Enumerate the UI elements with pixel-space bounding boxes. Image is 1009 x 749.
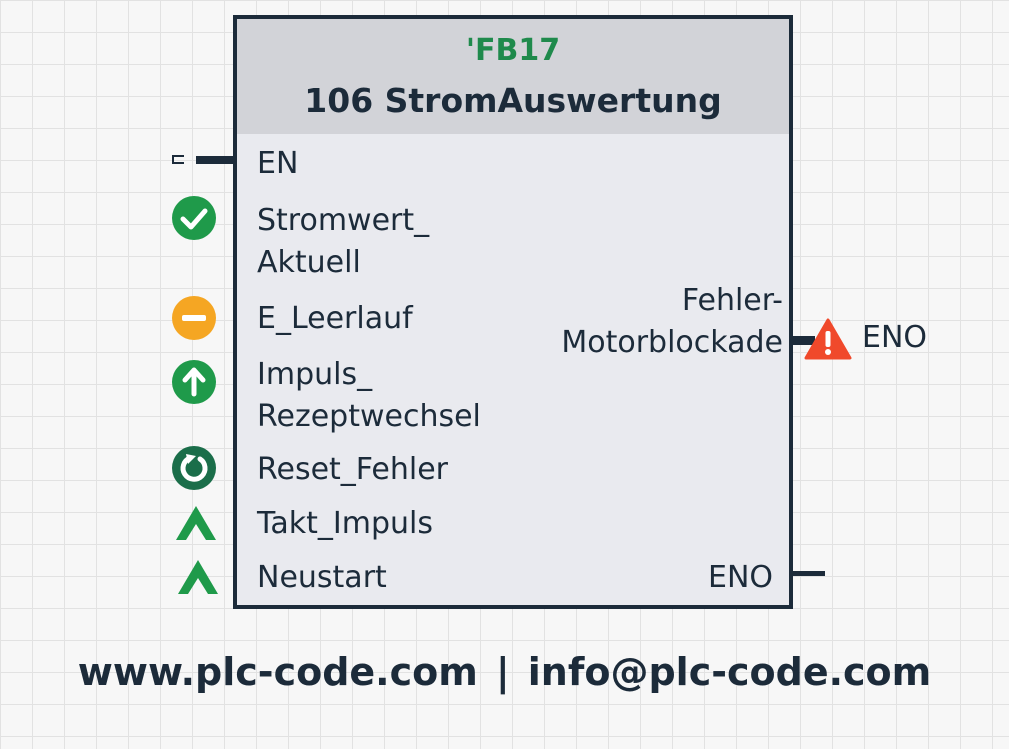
- fehler-output-eno-label: ENO: [862, 320, 928, 355]
- minus-circle-icon: [170, 294, 218, 342]
- input-pin-takt-impuls[interactable]: Takt_Impuls: [257, 506, 433, 541]
- input-pin-en[interactable]: EN: [257, 146, 299, 181]
- input-pin-impuls-rezeptwechsel-line1[interactable]: Impuls_: [257, 357, 373, 392]
- footer-separator: |: [495, 650, 510, 694]
- footer-email-link[interactable]: info@plc-code.com: [527, 650, 932, 694]
- output-pin-fehler-motorblockade-line2[interactable]: Motorblockade: [561, 325, 783, 360]
- rising-edge-triangle-icon: [174, 554, 222, 602]
- input-pin-reset-fehler[interactable]: Reset_Fehler: [257, 452, 449, 487]
- checkmark-circle-icon: [170, 194, 218, 242]
- eno-output-wire: [789, 571, 825, 576]
- en-input-wire: [196, 156, 236, 164]
- footer-website-link[interactable]: www.plc-code.com: [77, 650, 478, 694]
- block-name: 106 StromAuswertung: [304, 81, 722, 120]
- arrow-up-circle-icon: [170, 358, 218, 406]
- input-pin-stromwert-aktuell-line2[interactable]: Aktuell: [257, 245, 361, 280]
- output-pin-eno[interactable]: ENO: [707, 560, 773, 595]
- input-pin-neustart[interactable]: Neustart: [257, 560, 387, 595]
- reset-circle-icon: [170, 444, 218, 492]
- block-number: 'FB17: [465, 33, 561, 68]
- input-stub-icon: [172, 155, 184, 164]
- function-block[interactable]: 'FB17 106 StromAuswertung EN Stromwert_ …: [233, 15, 793, 609]
- footer: www.plc-code.com | info@plc-code.com: [0, 650, 1009, 694]
- input-pin-e-leerlauf[interactable]: E_Leerlauf: [257, 301, 413, 336]
- input-pin-stromwert-aktuell-line1[interactable]: Stromwert_: [257, 203, 430, 238]
- warning-triangle-icon: [804, 316, 852, 364]
- rising-edge-triangle-icon: [172, 500, 220, 548]
- output-pin-fehler-motorblockade-line1[interactable]: Fehler-: [681, 283, 783, 318]
- input-pin-impuls-rezeptwechsel-line2[interactable]: Rezeptwechsel: [257, 399, 481, 434]
- fehler-output-wire: [789, 336, 815, 345]
- block-header: 'FB17 106 StromAuswertung: [237, 19, 789, 134]
